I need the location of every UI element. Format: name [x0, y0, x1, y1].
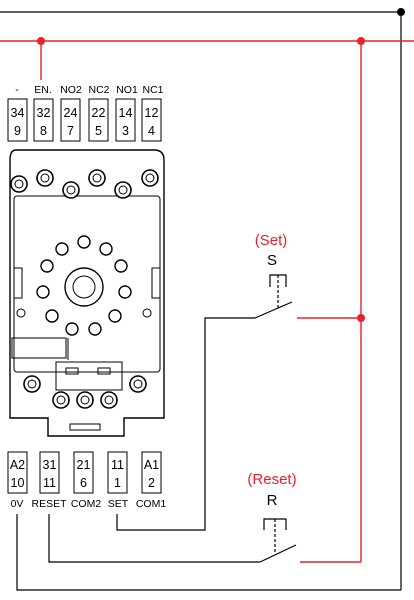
- reset-switch-contact: [259, 544, 297, 563]
- bottom-num-a1: A1: [144, 458, 159, 472]
- screw-bottom-1: [23, 375, 41, 393]
- top-label-no1: NO1: [116, 84, 138, 96]
- socket-slot-left: [65, 367, 79, 375]
- top-sub-4: 4: [148, 124, 155, 138]
- top-num-32: 32: [37, 106, 51, 120]
- top-num-24: 24: [64, 106, 78, 120]
- bottom-sub-1: 1: [114, 476, 121, 490]
- screw-top-2: [36, 169, 54, 187]
- pin-3: [114, 259, 128, 273]
- pin-2: [99, 242, 113, 256]
- pin-6: [88, 322, 102, 336]
- screw-top-6: [141, 169, 159, 187]
- bottom-sub-2: 2: [148, 476, 155, 490]
- socket-release-tab: [69, 423, 101, 431]
- socket-terminal-strip: [55, 361, 123, 391]
- set-switch-letter: S: [267, 252, 277, 269]
- top-num-14: 14: [119, 106, 133, 120]
- socket-notch-right: [151, 267, 161, 299]
- bottom-sub-10: 10: [11, 476, 25, 490]
- screw-top-4: [88, 169, 106, 187]
- wire-set-to-switch: [116, 317, 255, 531]
- bottom-num-11: 11: [111, 458, 124, 472]
- pin-10: [40, 259, 54, 273]
- wire-0v-to-rail: [16, 514, 401, 591]
- reset-switch-letter: R: [267, 492, 278, 509]
- black-junction-dot: [397, 8, 405, 16]
- top-sub-7: 7: [67, 124, 74, 138]
- bottom-label-com2: COM2: [71, 498, 101, 510]
- top-terminal-12: [141, 98, 162, 142]
- set-switch-caption: (Set): [255, 232, 288, 249]
- center-key-inner: [72, 275, 96, 299]
- mount-hole-right: [142, 308, 152, 318]
- top-sub-3: 3: [122, 124, 129, 138]
- top-label-no2: NO2: [60, 84, 82, 96]
- top-terminal-14: [115, 98, 136, 142]
- screw-top-5: [114, 181, 132, 199]
- pin-11: [55, 242, 69, 256]
- bottom-terminal-block: A2 31 21 11 A1 10 11 6 1 2 0V RESET COM2…: [7, 451, 166, 510]
- pin-4: [118, 285, 132, 299]
- bottom-label-reset: RESET: [31, 498, 67, 510]
- screw-top-3: [62, 181, 80, 199]
- socket-slot-right: [97, 367, 111, 375]
- top-terminal-24: [60, 98, 81, 142]
- bottom-terminal-11: [107, 451, 128, 494]
- top-terminal-32: [33, 98, 54, 142]
- top-label-en: EN.: [34, 84, 52, 96]
- top-label-nc1: NC1: [142, 84, 163, 96]
- bottom-terminal-a1: [141, 451, 162, 494]
- pin-8: [45, 309, 59, 323]
- wire-reset-to-switch: [48, 514, 260, 563]
- bottom-terminal-a2: [7, 451, 28, 494]
- bottom-label-set: SET: [108, 498, 129, 510]
- top-num-34: 34: [11, 106, 25, 120]
- bottom-num-31: 31: [43, 458, 57, 472]
- screw-bottom-2: [52, 391, 70, 409]
- screw-bottom-3: [76, 391, 94, 409]
- top-sub-9: 9: [14, 124, 21, 138]
- top-sub-5: 5: [95, 124, 102, 138]
- top-label-nc2: NC2: [88, 84, 109, 96]
- bottom-screw-row: [23, 375, 147, 409]
- black-wire-group: [0, 11, 402, 591]
- screw-bottom-5: [129, 375, 147, 393]
- pin-5: [108, 309, 122, 323]
- top-label-minus: -: [15, 84, 19, 96]
- socket-notch-left: [13, 267, 23, 299]
- socket-terminal-cover: [11, 337, 67, 359]
- red-wire-group: [0, 40, 414, 563]
- screw-top-1: [10, 175, 28, 193]
- bottom-terminal-31: [39, 451, 60, 494]
- red-junction-set: [357, 314, 365, 322]
- bottom-label-com1: COM1: [136, 498, 166, 510]
- pin-9: [36, 285, 50, 299]
- mount-hole-left: [16, 308, 26, 318]
- top-sub-8: 8: [40, 124, 47, 138]
- pin-7: [65, 322, 79, 336]
- bottom-terminal-21: [73, 451, 94, 494]
- top-screw-row: [10, 169, 159, 199]
- top-terminal-22: [88, 98, 109, 142]
- red-junction-en: [37, 37, 45, 45]
- pin-socket: [16, 235, 152, 336]
- bottom-sub-6: 6: [80, 476, 87, 490]
- set-switch-contact: [254, 301, 293, 319]
- bottom-label-0v: 0V: [11, 498, 24, 510]
- bottom-sub-11: 11: [43, 476, 56, 490]
- bottom-num-a2: A2: [10, 458, 25, 472]
- top-num-12: 12: [145, 106, 159, 120]
- top-num-22: 22: [92, 106, 106, 120]
- bottom-num-21: 21: [77, 458, 91, 472]
- red-junction-bus: [357, 37, 365, 45]
- top-terminal-block: - EN. NO2 NC2 NO1 NC1 34 32 24 22 14 12 …: [7, 84, 164, 142]
- top-terminal-34: [7, 98, 28, 142]
- screw-bottom-4: [100, 391, 118, 409]
- reset-switch-caption: (Reset): [247, 471, 296, 488]
- pin-1: [77, 235, 91, 249]
